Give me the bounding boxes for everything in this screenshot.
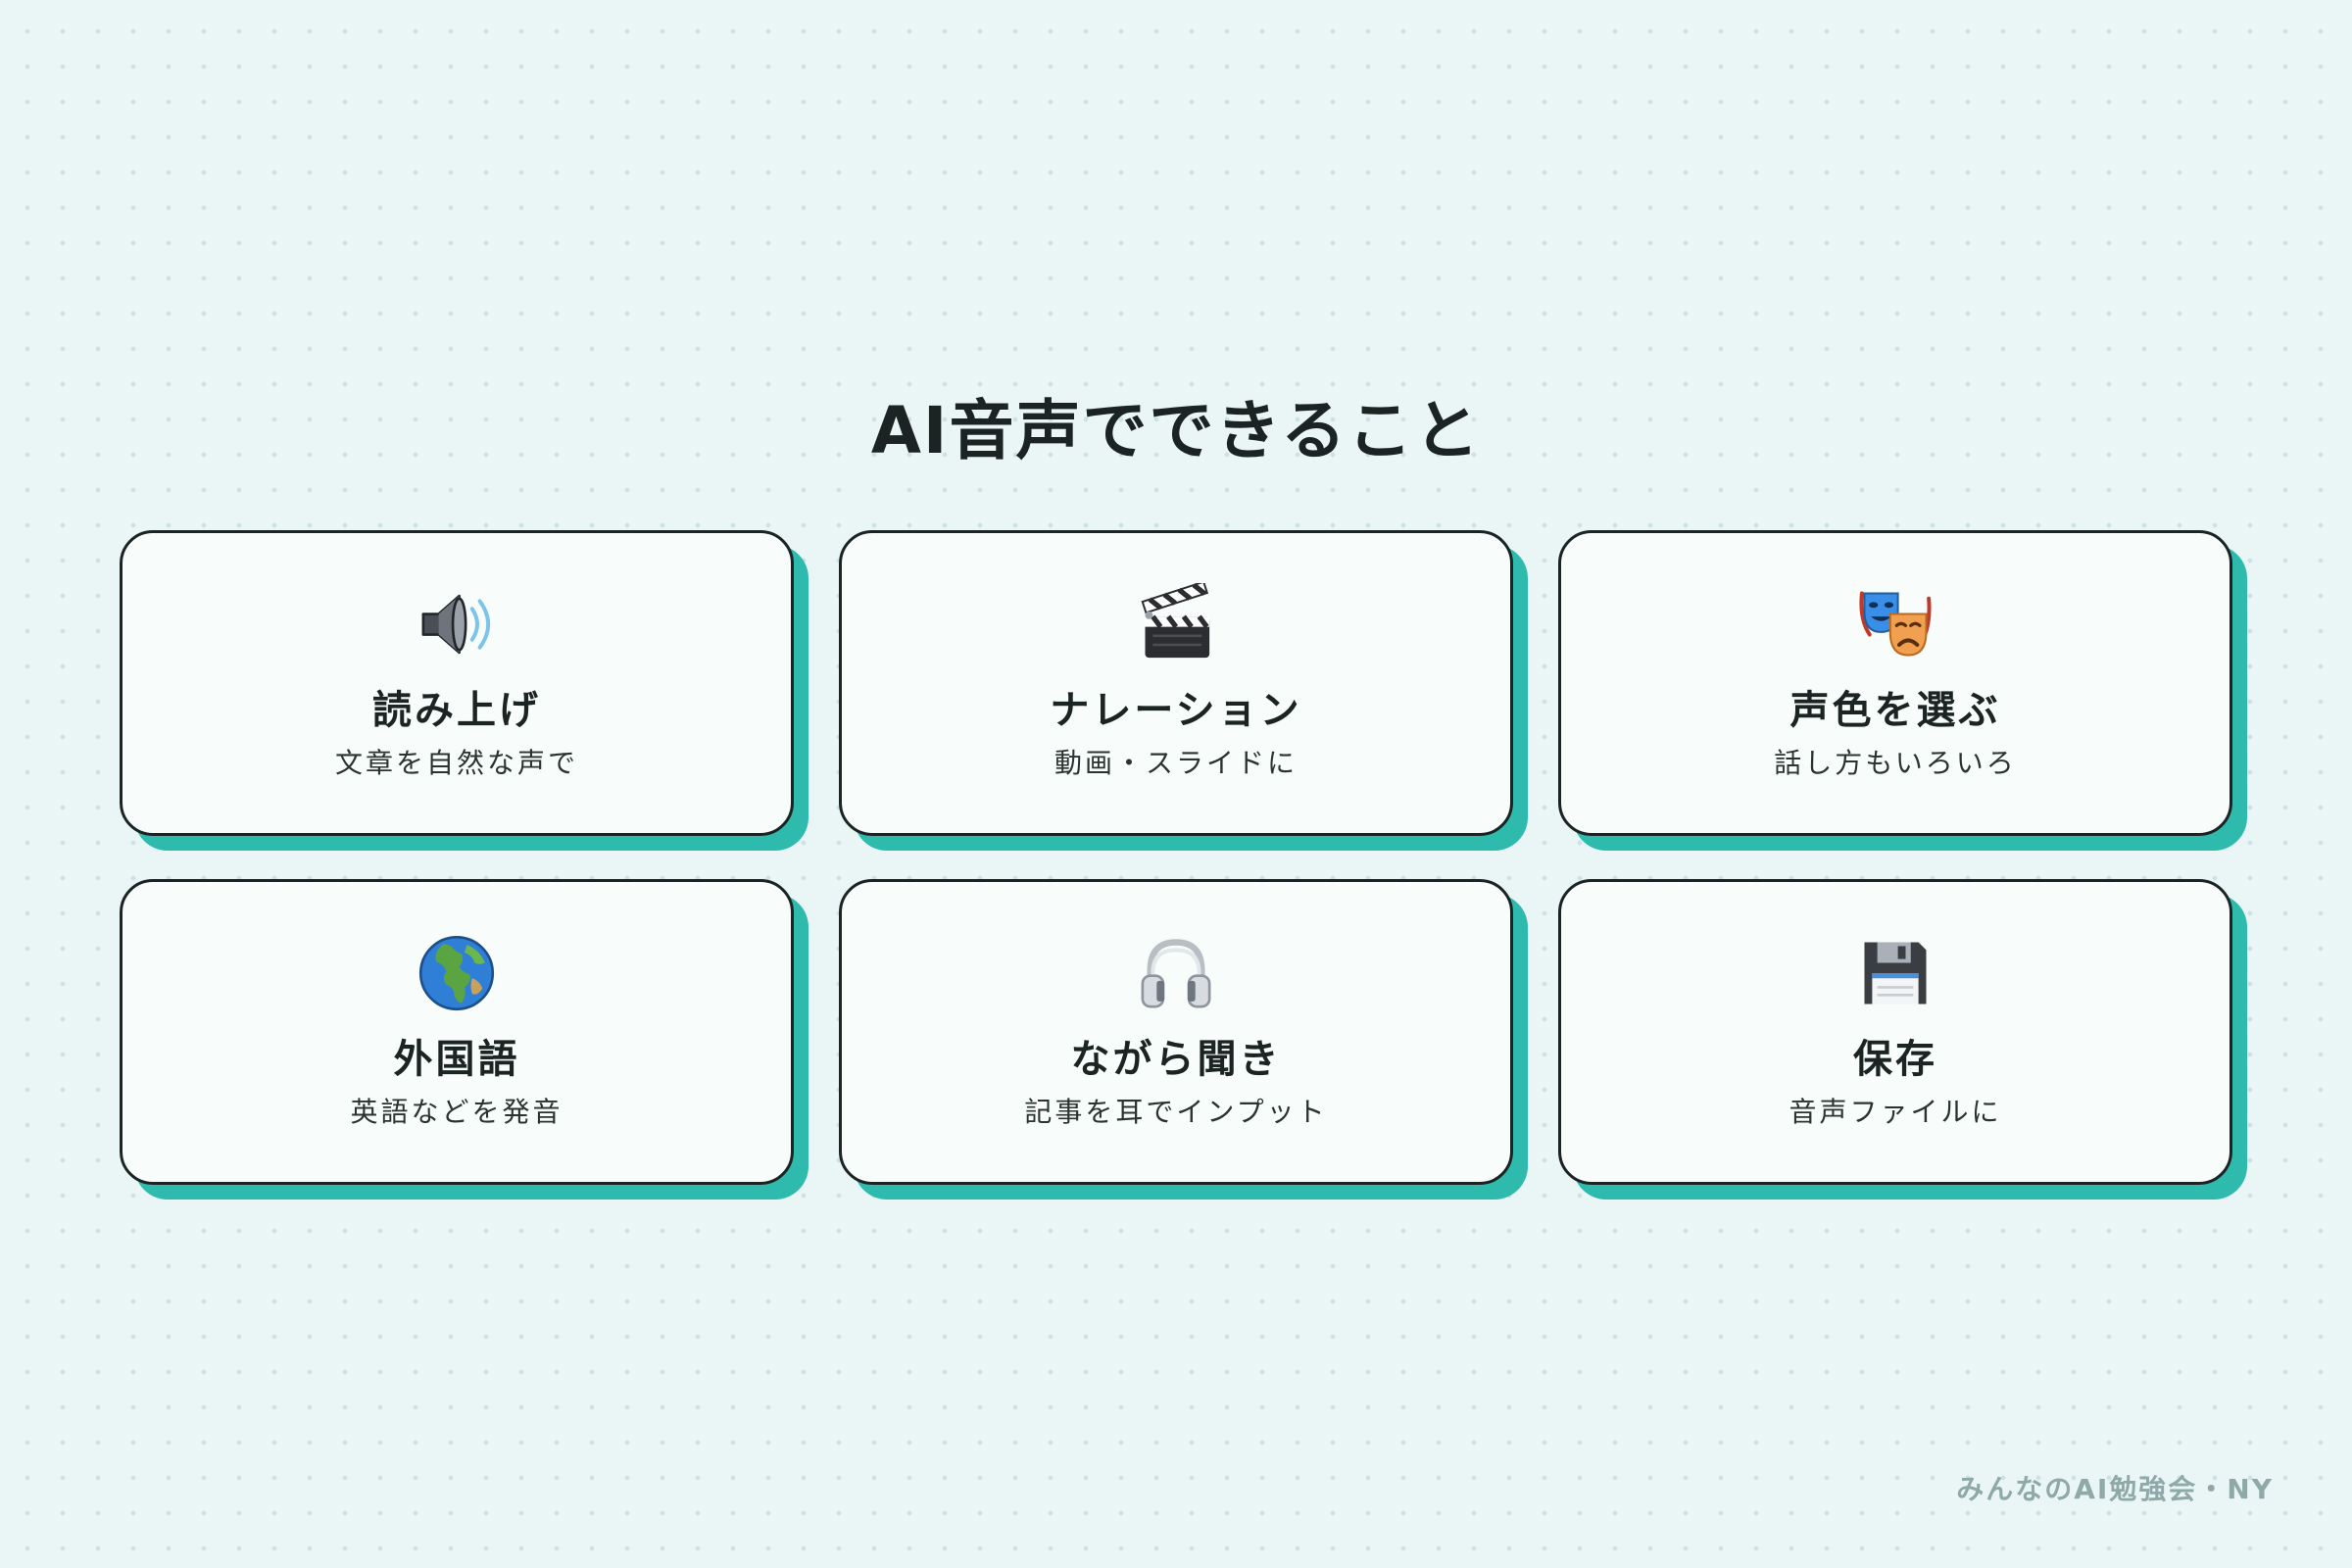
card-title: ナレーション [1050, 688, 1302, 733]
feature-card-save: 保存 音声ファイルに [1558, 879, 2232, 1185]
feature-card-narration: ナレーション 動画・スライドに [839, 530, 1513, 836]
card-title: 読み上げ [372, 688, 541, 733]
feature-card-read-aloud: 読み上げ 文章を自然な声で [120, 530, 794, 836]
card-subtitle: 英語などを発音 [350, 1096, 564, 1128]
card-subtitle: 記事を耳でインプット [1024, 1096, 1328, 1128]
card-title: 保存 [1853, 1037, 1937, 1082]
card-subtitle: 文章を自然な声で [334, 747, 578, 779]
clapperboard-icon [1135, 583, 1217, 665]
footer-brand: みんなのAI勉強会・NY [1956, 1473, 2274, 1505]
speaker-icon [416, 583, 498, 665]
card-title: 声色を選ぶ [1789, 688, 2001, 733]
card-title: ながら聞き [1070, 1037, 1282, 1082]
theater-masks-icon [1854, 583, 1936, 665]
floppy-disk-icon [1854, 932, 1936, 1014]
headphones-icon [1135, 932, 1217, 1014]
feature-grid: 読み上げ 文章を自然な声で ナレーション 動画・スライドに [120, 530, 2232, 1185]
feature-card-voice-select: 声色を選ぶ 話し方もいろいろ [1558, 530, 2232, 836]
card-subtitle: 音声ファイルに [1788, 1096, 2002, 1128]
globe-icon [416, 932, 498, 1014]
page-title: AI音声でできること [870, 393, 1482, 468]
card-subtitle: 動画・スライドに [1054, 747, 1298, 779]
card-subtitle: 話し方もいろいろ [1774, 747, 2017, 779]
feature-card-listen-while: ながら聞き 記事を耳でインプット [839, 879, 1513, 1185]
feature-card-foreign-language: 外国語 英語などを発音 [120, 879, 794, 1185]
card-title: 外国語 [393, 1037, 520, 1082]
